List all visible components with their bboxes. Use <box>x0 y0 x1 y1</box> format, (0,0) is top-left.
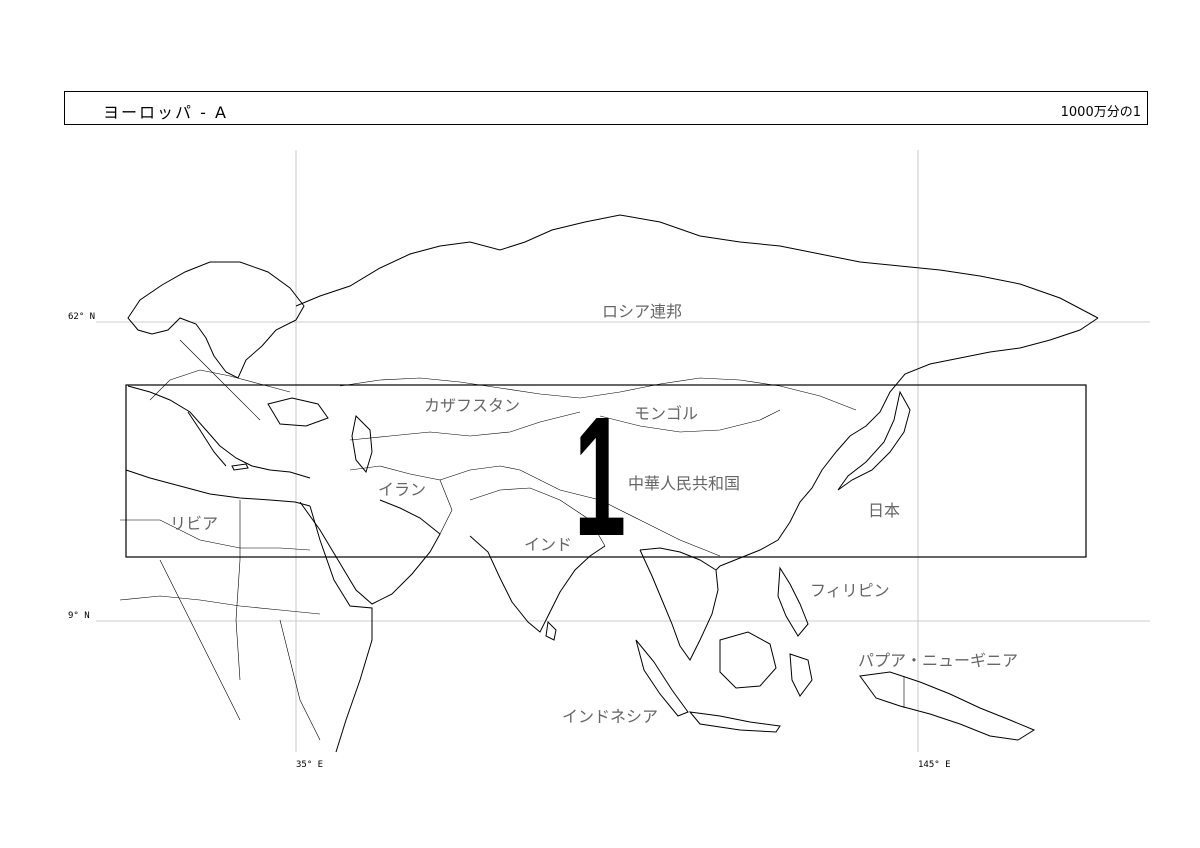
island-sumatra <box>635 639 689 717</box>
label-libya: リビア <box>170 514 219 533</box>
border-africa-2 <box>119 595 321 615</box>
landmass <box>125 214 1099 753</box>
island-japan <box>837 390 911 491</box>
label-indonesia: インドネシア <box>562 707 659 726</box>
sea-black <box>267 397 329 427</box>
coastline-east-africa <box>309 505 373 753</box>
coastline-se-asia <box>639 549 721 661</box>
border-china-south <box>519 469 721 557</box>
coastline-arabia <box>299 499 441 605</box>
border-mongolia-china <box>599 409 781 433</box>
island-crete <box>231 463 249 471</box>
label-iran: イラン <box>378 480 427 499</box>
map-scale: 1000万分の1 <box>1060 105 1141 120</box>
frame-1-box <box>125 384 1087 558</box>
coord-lon-35: 35° E <box>296 760 324 770</box>
border-india-north <box>469 487 606 547</box>
label-russia: ロシア連邦 <box>602 302 683 321</box>
coastline-scandinavia <box>127 261 305 379</box>
island-borneo <box>719 631 777 689</box>
island-sulawesi <box>789 653 813 697</box>
coastline-north-russia <box>295 214 1099 319</box>
coastline-north-africa <box>125 469 311 507</box>
map-header: ヨーロッパ - A 1000万分の1 <box>64 91 1148 125</box>
border-africa-1 <box>120 519 311 551</box>
coord-lat-62: 62° N <box>68 312 96 322</box>
coord-lon-145: 145° E <box>918 760 951 770</box>
border-iran <box>349 465 453 535</box>
island-sri-lanka <box>545 620 557 641</box>
border-europe-2 <box>179 339 261 421</box>
lake-caspian <box>351 414 373 474</box>
graticule <box>96 150 1150 752</box>
label-philippines: フィリピン <box>810 581 890 600</box>
border-africa-5 <box>279 619 321 741</box>
border-africa-4 <box>159 559 241 721</box>
coastline-europe-south <box>127 385 311 479</box>
border-kazakhstan-south <box>349 411 581 441</box>
label-papua-new-guinea: パプア・ニューギニア <box>858 651 1019 670</box>
island-java <box>688 711 781 733</box>
border-africa-3 <box>235 500 241 681</box>
coastline-india <box>469 535 606 633</box>
coastline-indochina <box>639 547 717 571</box>
coord-lat-9: 9° N <box>68 611 90 621</box>
island-philippines <box>777 566 809 637</box>
label-mongolia: モンゴル <box>634 404 699 423</box>
label-china: 中華人民共和国 <box>628 474 741 493</box>
border-afghanistan <box>439 465 521 481</box>
label-japan: 日本 <box>868 501 901 520</box>
coastline-italy <box>187 411 227 467</box>
coastline-far-east <box>719 317 1099 567</box>
label-kazakhstan: カザフスタン <box>424 396 521 415</box>
borders <box>119 339 905 741</box>
island-new-guinea <box>859 671 1036 741</box>
map-title: ヨーロッパ - A <box>103 103 228 122</box>
frame-number: 1 <box>574 382 627 572</box>
label-india: インド <box>524 535 573 554</box>
